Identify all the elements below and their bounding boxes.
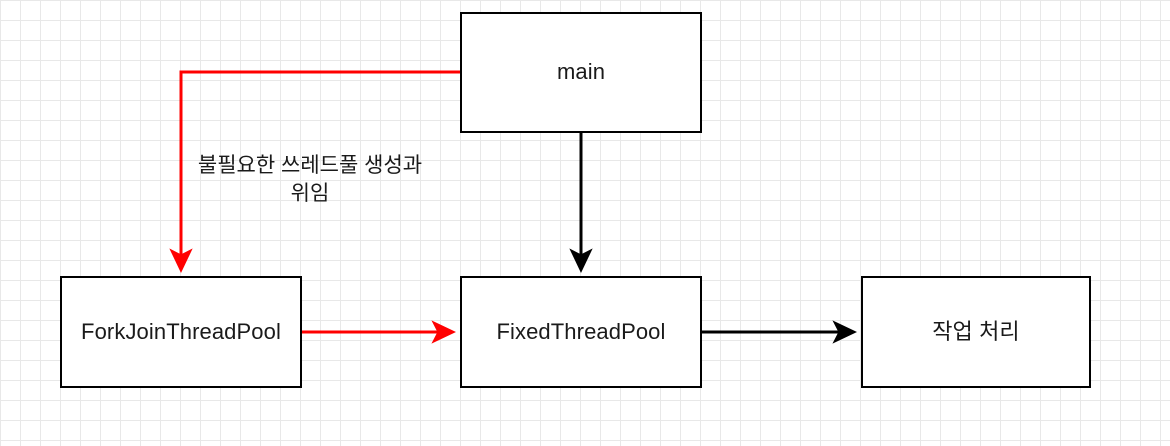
- node-forkjointhreadpool-label: ForkJoinThreadPool: [81, 318, 281, 344]
- node-fixedthreadpool[interactable]: FixedThreadPool: [460, 276, 702, 388]
- node-fixedthreadpool-label: FixedThreadPool: [496, 318, 666, 344]
- node-forkjointhreadpool[interactable]: ForkJoinThreadPool: [60, 276, 302, 388]
- node-work-processing-label: 작업 처리: [932, 318, 1020, 344]
- node-main-label: main: [556, 59, 606, 85]
- edge-label-delegation-note: 불필요한 쓰레드풀 생성과 위임: [197, 154, 423, 205]
- node-main[interactable]: main: [460, 12, 702, 133]
- node-work-processing[interactable]: 작업 처리: [861, 276, 1091, 388]
